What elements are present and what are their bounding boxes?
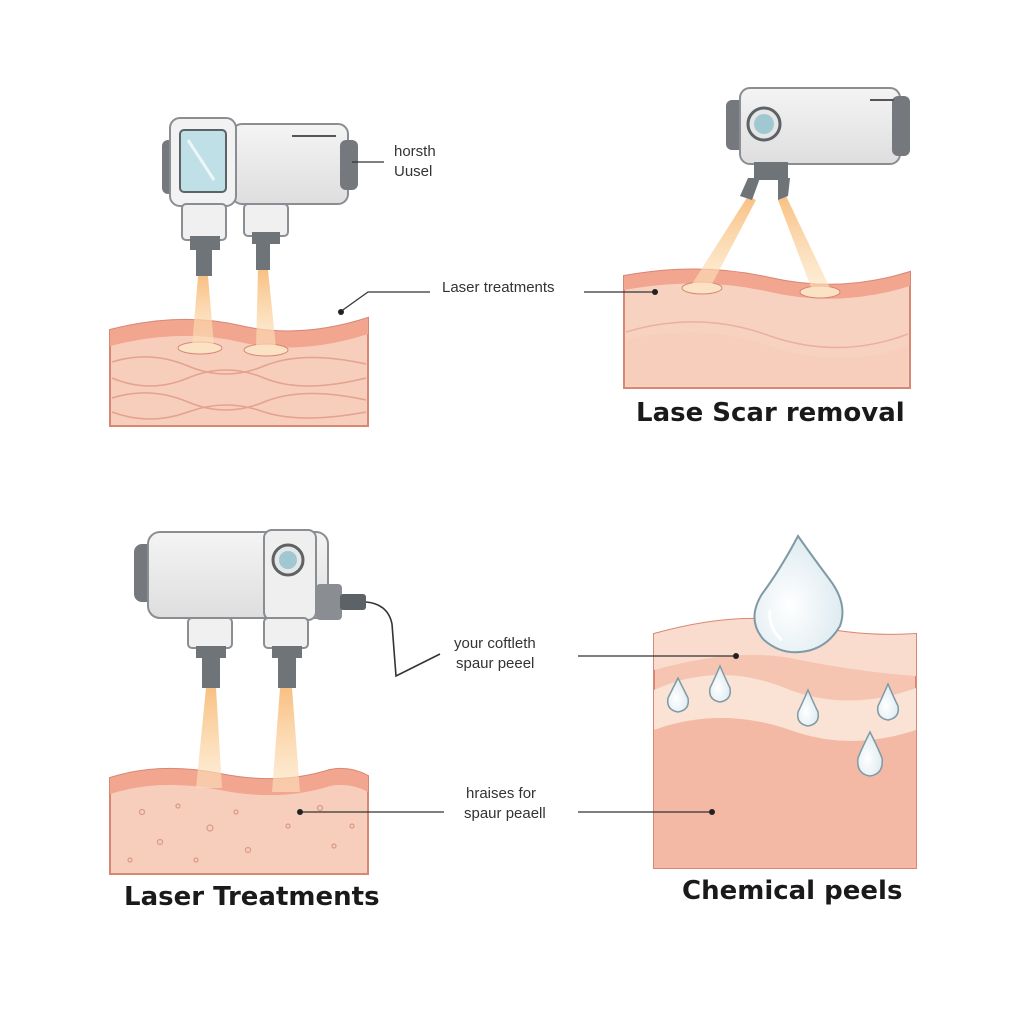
laser-beam-icon [778, 196, 830, 290]
laser-beam-icon [272, 688, 300, 792]
laser-beam-icon [256, 270, 276, 348]
laser-handpiece-icon [726, 87, 910, 200]
panel-bottom-left [109, 529, 444, 875]
laser-handpiece-icon [162, 117, 358, 276]
callout-a-line2: spaur peeel [456, 655, 535, 672]
laser-beam-icon [192, 276, 214, 346]
callout-b-line1: hraises for [466, 785, 537, 802]
laser-beam-icon [692, 196, 756, 288]
skin-cross-section-icon [623, 268, 911, 389]
panel-title-chemical-peels: Chemical peels [682, 876, 903, 906]
panel-title-scar-removal: Lase Scar removal [636, 398, 905, 428]
laser-handpiece-icon [134, 529, 441, 688]
callout-b-line2: spaur peaell [464, 805, 546, 822]
laser-beam-icon [196, 688, 222, 788]
panel-bottom-right [578, 534, 917, 869]
panel-title-laser-treatments: Laser Treatments [124, 882, 380, 912]
water-droplet-icon [753, 534, 844, 654]
center-label: Laser treatments [442, 279, 555, 296]
panel-top-left [109, 117, 430, 427]
callout-label-line1: horsth [394, 143, 436, 160]
callout-label-line2: Uusel [394, 163, 433, 180]
skin-cross-section-icon [109, 767, 369, 875]
skin-cross-section-icon [109, 316, 369, 427]
callout-a-line1: your coftleth [454, 635, 536, 652]
panel-top-right [584, 87, 911, 389]
water-droplet-icon [666, 664, 900, 777]
